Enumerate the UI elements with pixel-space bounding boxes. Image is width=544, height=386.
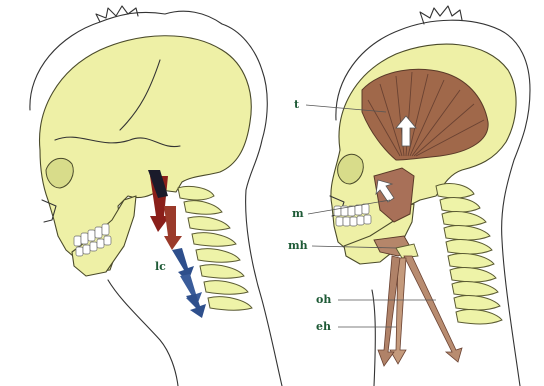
left-head-figure: lc <box>30 6 282 386</box>
label-t: t <box>294 98 300 111</box>
right-head-figure: t m mh oh eh <box>288 6 530 386</box>
left-cervical-spine <box>178 186 252 310</box>
right-cervical-spine <box>436 184 502 324</box>
label-m: m <box>292 207 304 220</box>
label-eh: eh <box>316 320 331 333</box>
red-arrow-2 <box>164 206 182 250</box>
right-hair-spikes <box>420 6 462 24</box>
infrahyoid-straps <box>378 256 462 366</box>
right-neck-front <box>372 290 375 386</box>
label-oh: oh <box>316 293 331 306</box>
label-mh: mh <box>288 239 308 252</box>
blue-arrow-3 <box>186 294 206 318</box>
label-lc: lc <box>155 260 166 273</box>
right-upper-teeth <box>334 204 369 216</box>
left-neck-front <box>108 280 178 386</box>
